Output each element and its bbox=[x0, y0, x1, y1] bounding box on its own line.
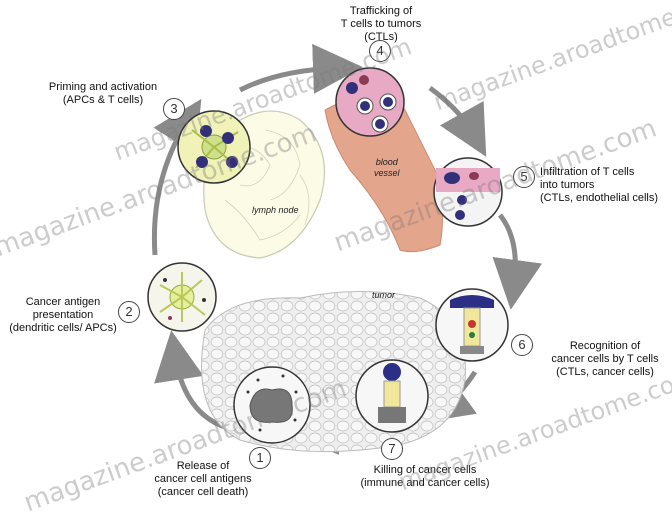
step-6-cell-illustration bbox=[435, 288, 509, 362]
diagram-canvas bbox=[147, 43, 543, 455]
step-2-cell-illustration bbox=[147, 262, 217, 332]
step-5-label: Infiltration of T cells into tumors (CTL… bbox=[540, 166, 670, 205]
step-7-cell-illustration bbox=[355, 359, 429, 433]
step-1-cell-illustration bbox=[233, 366, 311, 444]
step-6-line-3: (CTLs, cancer cells) bbox=[556, 366, 654, 378]
step-7-line-1: Killing of cancer cells bbox=[373, 464, 477, 476]
step-2-line-2: presentation bbox=[32, 309, 94, 321]
step-7-line-2: (immune and cancer cells) bbox=[360, 477, 490, 489]
step-6-line-2: cancer cells by T cells bbox=[551, 353, 659, 365]
blood-vessel-label-line-1: blood bbox=[375, 157, 398, 167]
step-6-line-1: Recognition of bbox=[569, 340, 641, 352]
step-2-line-3: (dendritic cells/ APCs) bbox=[9, 322, 117, 334]
step-4-line-1: Trafficking of bbox=[349, 5, 413, 17]
step-5-line-3: (CTLs, endothelial cells) bbox=[540, 192, 658, 204]
tumor-label: tumor bbox=[372, 290, 396, 300]
step-4-cell-illustration bbox=[335, 67, 405, 137]
step-2-line-1: Cancer antigen bbox=[25, 296, 101, 308]
step-4-line-2: T cells to tumors bbox=[340, 18, 422, 30]
step-1-line-2: cancer cell antigens bbox=[154, 473, 252, 485]
step-5-number: 5 bbox=[513, 166, 535, 188]
step-3-line-1: Priming and activation bbox=[48, 81, 158, 93]
step-7-label: Killing of cancer cells (immune and canc… bbox=[350, 464, 500, 490]
step-1-number: 1 bbox=[249, 447, 271, 469]
step-5-cell-illustration bbox=[433, 157, 503, 227]
step-3-line-2: (APCs & T cells) bbox=[62, 94, 144, 106]
step-3-number: 3 bbox=[163, 98, 185, 120]
step-4-line-3: (CTLs) bbox=[364, 31, 398, 43]
step-2-label: Cancer antigen presentation (dendritic c… bbox=[8, 296, 118, 335]
step-1-line-3: (cancer cell death) bbox=[157, 486, 249, 498]
blood-vessel-label-line-2: vessel bbox=[374, 168, 400, 178]
step-3-label: Priming and activation (APCs & T cells) bbox=[38, 81, 168, 107]
step-1-label: Release of cancer cell antigens (cancer … bbox=[148, 460, 258, 499]
step-7-number: 7 bbox=[381, 438, 403, 460]
step-1-line-1: Release of bbox=[176, 460, 230, 472]
lymph-node-label: lymph node bbox=[252, 205, 299, 215]
step-5-line-2: into tumors bbox=[540, 179, 595, 191]
step-4-number: 4 bbox=[369, 40, 391, 62]
step-3-cell-illustration bbox=[177, 110, 251, 184]
step-2-number: 2 bbox=[118, 301, 140, 323]
blood-vessel-label: blood vessel bbox=[374, 157, 400, 179]
step-4-label: Trafficking of T cells to tumors (CTLs) bbox=[326, 5, 436, 44]
step-5-line-1: Infiltration of T cells bbox=[540, 166, 635, 178]
step-6-number: 6 bbox=[511, 334, 533, 356]
step-6-label: Recognition of cancer cells by T cells (… bbox=[540, 340, 670, 379]
